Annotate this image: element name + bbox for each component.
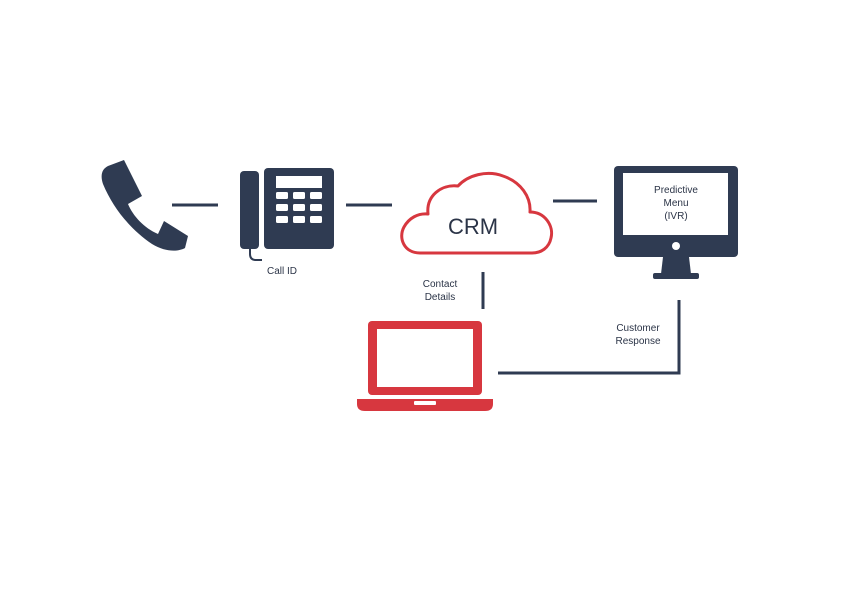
connector-laptop-monitor <box>498 300 681 375</box>
ivr-label-line: Menu <box>663 198 689 209</box>
ivr-label-line: (IVR) <box>664 211 688 222</box>
ivr-label: Predictive Menu (IVR) <box>646 184 706 223</box>
desk-phone-icon <box>240 168 334 261</box>
laptop-icon <box>357 321 493 411</box>
customer-response-line: Response <box>615 336 661 347</box>
ivr-label-line: Predictive <box>654 185 698 196</box>
contact-details-line: Details <box>424 292 456 303</box>
customer-response-label: Customer Response <box>607 322 669 348</box>
customer-response-line: Customer <box>616 323 660 334</box>
cloud-icon <box>400 171 554 255</box>
monitor-icon <box>614 166 738 279</box>
call-id-label: Call ID <box>267 266 298 277</box>
crm-label: CRM <box>448 214 499 239</box>
connectors <box>172 199 681 375</box>
contact-details-label: Contact Details <box>412 278 468 304</box>
contact-details-line: Contact <box>422 279 458 290</box>
phone-handset-icon <box>101 160 188 251</box>
